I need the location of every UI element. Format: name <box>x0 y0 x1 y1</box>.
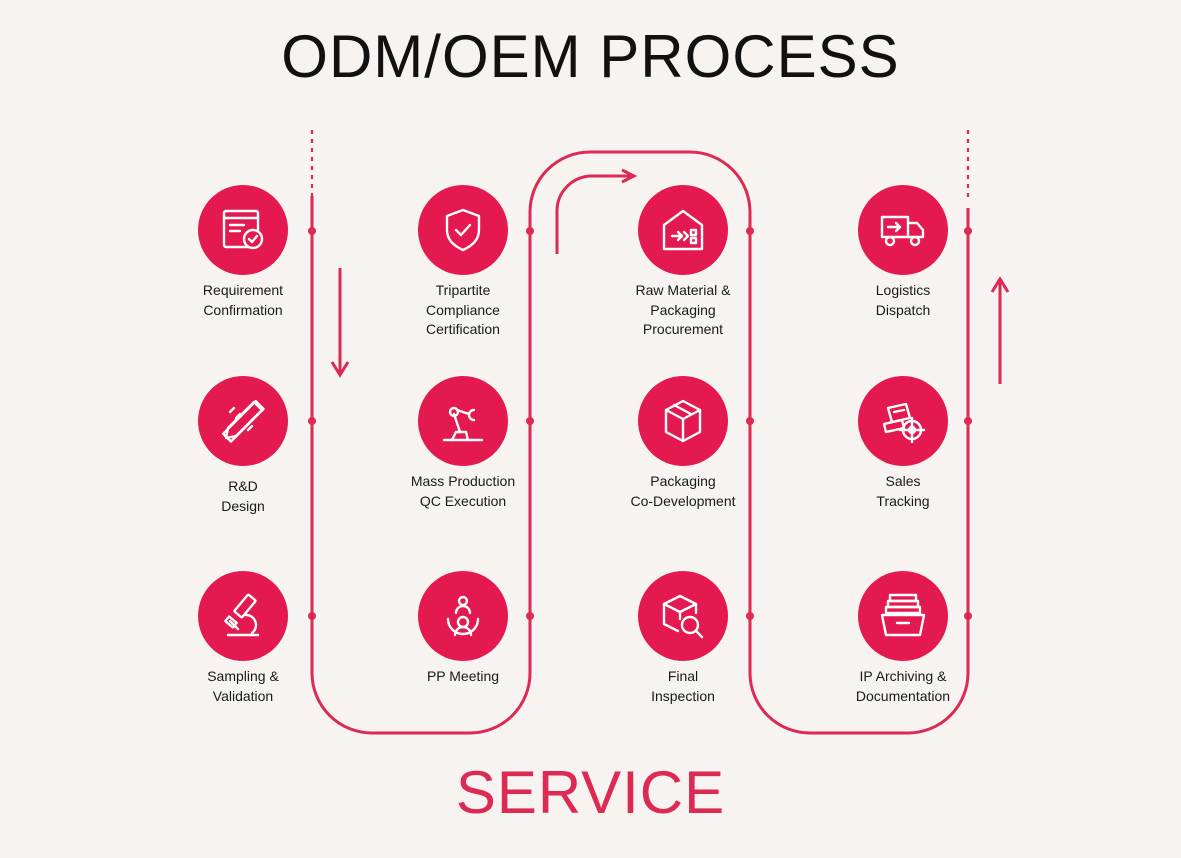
step-label: Raw Material & Packaging Procurement <box>635 282 731 337</box>
step-label: Sampling & Validation <box>207 668 279 704</box>
step-label: R&D Design <box>221 478 265 514</box>
warehouse-icon <box>662 209 704 251</box>
shield-check-icon <box>445 208 481 252</box>
package-box-icon <box>664 399 702 443</box>
step-label: Mass Production QC Execution <box>410 473 516 509</box>
step-label: Logistics Dispatch <box>875 282 931 318</box>
step-label: Final Inspection <box>651 668 715 704</box>
ruler-pencil-icon <box>222 400 265 443</box>
file-drawer-icon <box>880 593 926 637</box>
step-label: Sales Tracking <box>876 473 930 509</box>
step-label: IP Archiving & Documentation <box>855 668 951 704</box>
step-label: Packaging Co-Development <box>630 473 736 509</box>
step-label: Tripartite Compliance Certification <box>426 282 500 337</box>
microscope-icon <box>224 593 260 637</box>
box-magnifier-icon <box>662 594 704 639</box>
delivery-truck-icon <box>880 215 925 247</box>
document-check-icon <box>222 209 264 250</box>
page-title: ODM/OEM PROCESS <box>281 23 900 90</box>
service-footer: SERVICE <box>455 759 726 826</box>
step-label: PP Meeting <box>426 668 500 684</box>
target-chart-icon <box>882 402 926 444</box>
step-label: Requirement Confirmation <box>202 282 284 318</box>
robot-arm-icon <box>442 406 484 442</box>
meeting-people-icon <box>446 595 480 637</box>
